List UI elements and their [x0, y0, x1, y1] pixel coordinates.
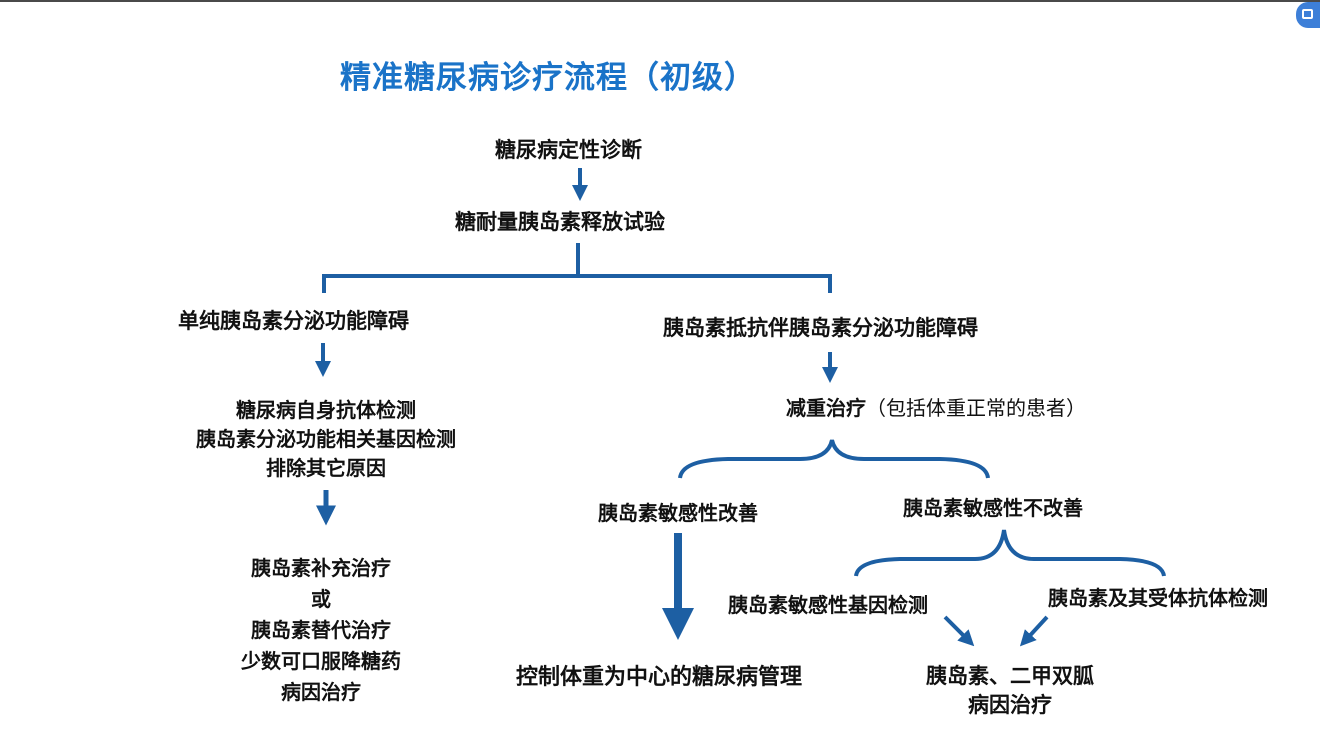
node-weight-loss: 减重治疗（包括体重正常的患者） [786, 393, 1086, 423]
final-treatment-line: 病因治疗 [968, 693, 1052, 717]
weight-loss-label: 减重治疗 [786, 396, 866, 420]
left-treatment-line: 胰岛素补充治疗 [251, 556, 391, 580]
node-qualitative-diagnosis: 糖尿病定性诊断 [495, 138, 642, 162]
node-gene-test: 胰岛素敏感性基因检测 [728, 593, 928, 617]
brace-weight-loss [678, 439, 990, 479]
weight-loss-note: （包括体重正常的患者） [866, 396, 1086, 420]
node-weight-management: 控制体重为中心的糖尿病管理 [516, 665, 803, 690]
page-title: 精准糖尿病诊疗流程（初级） [340, 60, 756, 96]
arrow-antibody-to-final [1019, 615, 1049, 647]
node-left-tests: 糖尿病自身抗体检测 胰岛素分泌功能相关基因检测 排除其它原因 [176, 396, 476, 483]
node-sensitivity-improved: 胰岛素敏感性改善 [598, 501, 758, 525]
node-left-treatment: 胰岛素补充治疗 或 胰岛素替代治疗 少数可口服降糖药 病因治疗 [211, 553, 431, 708]
arrow-gene-to-final [943, 615, 975, 647]
left-test-line: 糖尿病自身抗体检测 [236, 398, 416, 422]
left-treatment-line: 少数可口服降糖药 [241, 649, 401, 673]
node-final-treatment: 胰岛素、二甲双胍 病因治疗 [910, 662, 1110, 720]
node-sensitivity-not-improved: 胰岛素敏感性不改善 [903, 496, 1083, 520]
node-left-branch: 单纯胰岛素分泌功能障碍 [178, 309, 409, 333]
window-icon [1302, 9, 1313, 19]
left-treatment-line: 胰岛素替代治疗 [251, 618, 391, 642]
left-test-line: 胰岛素分泌功能相关基因检测 [196, 427, 456, 451]
node-ogtt: 糖耐量胰岛素释放试验 [455, 210, 665, 234]
final-treatment-line: 胰岛素、二甲双胍 [926, 664, 1094, 688]
top-border [0, 0, 1320, 2]
left-treatment-line: 或 [311, 587, 331, 611]
corner-window-button[interactable] [1296, 2, 1320, 28]
brace-not-improved [854, 529, 1166, 577]
node-right-branch: 胰岛素抵抗伴胰岛素分泌功能障碍 [663, 316, 978, 340]
node-antibody-test: 胰岛素及其受体抗体检测 [1048, 586, 1268, 610]
left-test-line: 排除其它原因 [266, 456, 386, 480]
left-treatment-line: 病因治疗 [281, 680, 361, 704]
